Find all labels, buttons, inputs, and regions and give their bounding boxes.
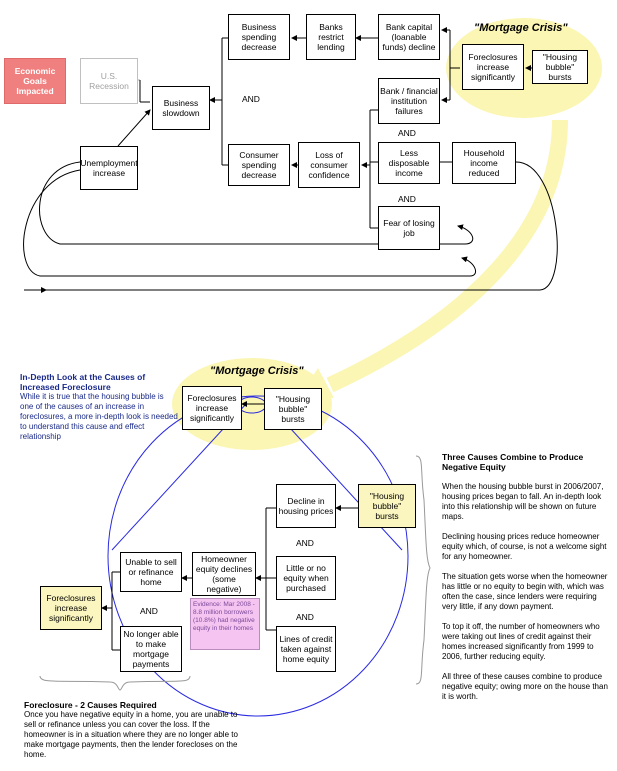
crisis-highlight-top <box>446 18 602 118</box>
bank-capital-box: Bank capital (loanable funds) decline <box>378 14 440 60</box>
housing-bubble-cause-box: "Housing bubble" bursts <box>358 484 416 528</box>
and-label-top-3: AND <box>398 194 416 204</box>
link-arrow <box>326 119 568 393</box>
three-causes-section: Three Causes Combine to Produce Negative… <box>442 452 612 712</box>
housing-bubble-bottom-box: "Housing bubble" bursts <box>264 388 322 430</box>
housing-bubble-top-box: "Housing bubble" bursts <box>532 50 588 84</box>
loss-confidence-box: Loss of consumer confidence <box>298 142 360 188</box>
and-label-top-1: AND <box>242 94 260 104</box>
foreclosure-body: Once you have negative equity in a home,… <box>24 710 238 759</box>
three-causes-p5: All three of these causes combine to pro… <box>442 672 608 701</box>
and-label-bottom-2: AND <box>296 612 314 622</box>
three-causes-title: Three Causes Combine to Produce Negative… <box>442 452 584 472</box>
unemployment-box: Unemployment increase <box>80 146 138 190</box>
three-causes-p4: To top it off, the number of homeowners … <box>442 622 600 661</box>
less-disposable-box: Less disposable income <box>378 142 440 184</box>
mortgage-crisis-bottom: "Mortgage Crisis" <box>210 365 304 377</box>
three-causes-p2: Declining housing prices reduce homeowne… <box>442 532 607 561</box>
household-income-box: Household income reduced <box>452 142 516 184</box>
fear-job-box: Fear of losing job <box>378 206 440 250</box>
banks-restrict-box: Banks restrict lending <box>306 14 356 60</box>
little-equity-box: Little or no equity when purchased <box>276 556 336 600</box>
three-causes-p3: The situation gets worse when the homeow… <box>442 572 608 611</box>
us-recession-box: U.S. Recession <box>80 58 138 104</box>
mortgage-crisis-top: "Mortgage Crisis" <box>474 22 568 34</box>
three-causes-p1: When the housing bubble burst in 2006/20… <box>442 482 604 521</box>
bank-failures-box: Bank / financial institution failures <box>378 78 440 124</box>
foreclosures-bottom-box: Foreclosures increase significantly <box>182 386 242 430</box>
indepth-section: In-Depth Look at the Causes of Increased… <box>20 372 178 442</box>
lines-credit-box: Lines of credit taken against home equit… <box>276 626 336 672</box>
foreclosure-section: Foreclosure - 2 Causes Required Once you… <box>24 700 238 760</box>
evidence-note: Evidence: Mar 2008 - 8.8 million borrowe… <box>190 598 260 650</box>
and-label-bottom-3: AND <box>140 606 158 616</box>
focus-circle <box>107 395 409 717</box>
and-label-bottom-1: AND <box>296 538 314 548</box>
no-longer-box: No longer able to make mortgage payments <box>120 626 182 672</box>
unable-sell-box: Unable to sell or refinance home <box>120 552 182 592</box>
economic-goals-box: Economic Goals Impacted <box>4 58 66 104</box>
business-slowdown-box: Business slowdown <box>152 86 210 130</box>
business-spending-box: Business spending decrease <box>228 14 290 60</box>
foreclosure-title: Foreclosure - 2 Causes Required <box>24 700 157 710</box>
indepth-title: In-Depth Look at the Causes of Increased… <box>20 372 146 392</box>
consumer-spending-box: Consumer spending decrease <box>228 144 290 186</box>
decline-prices-box: Decline in housing prices <box>276 484 336 528</box>
indepth-body: While it is true that the housing bubble… <box>20 392 178 441</box>
foreclosures-top-box: Foreclosures increase significantly <box>462 44 524 90</box>
homeowner-equity-box: Homeowner equity declines (some negative… <box>192 552 256 596</box>
foreclosures-effect-box: Foreclosures increase significantly <box>40 586 102 630</box>
and-label-top-2: AND <box>398 128 416 138</box>
